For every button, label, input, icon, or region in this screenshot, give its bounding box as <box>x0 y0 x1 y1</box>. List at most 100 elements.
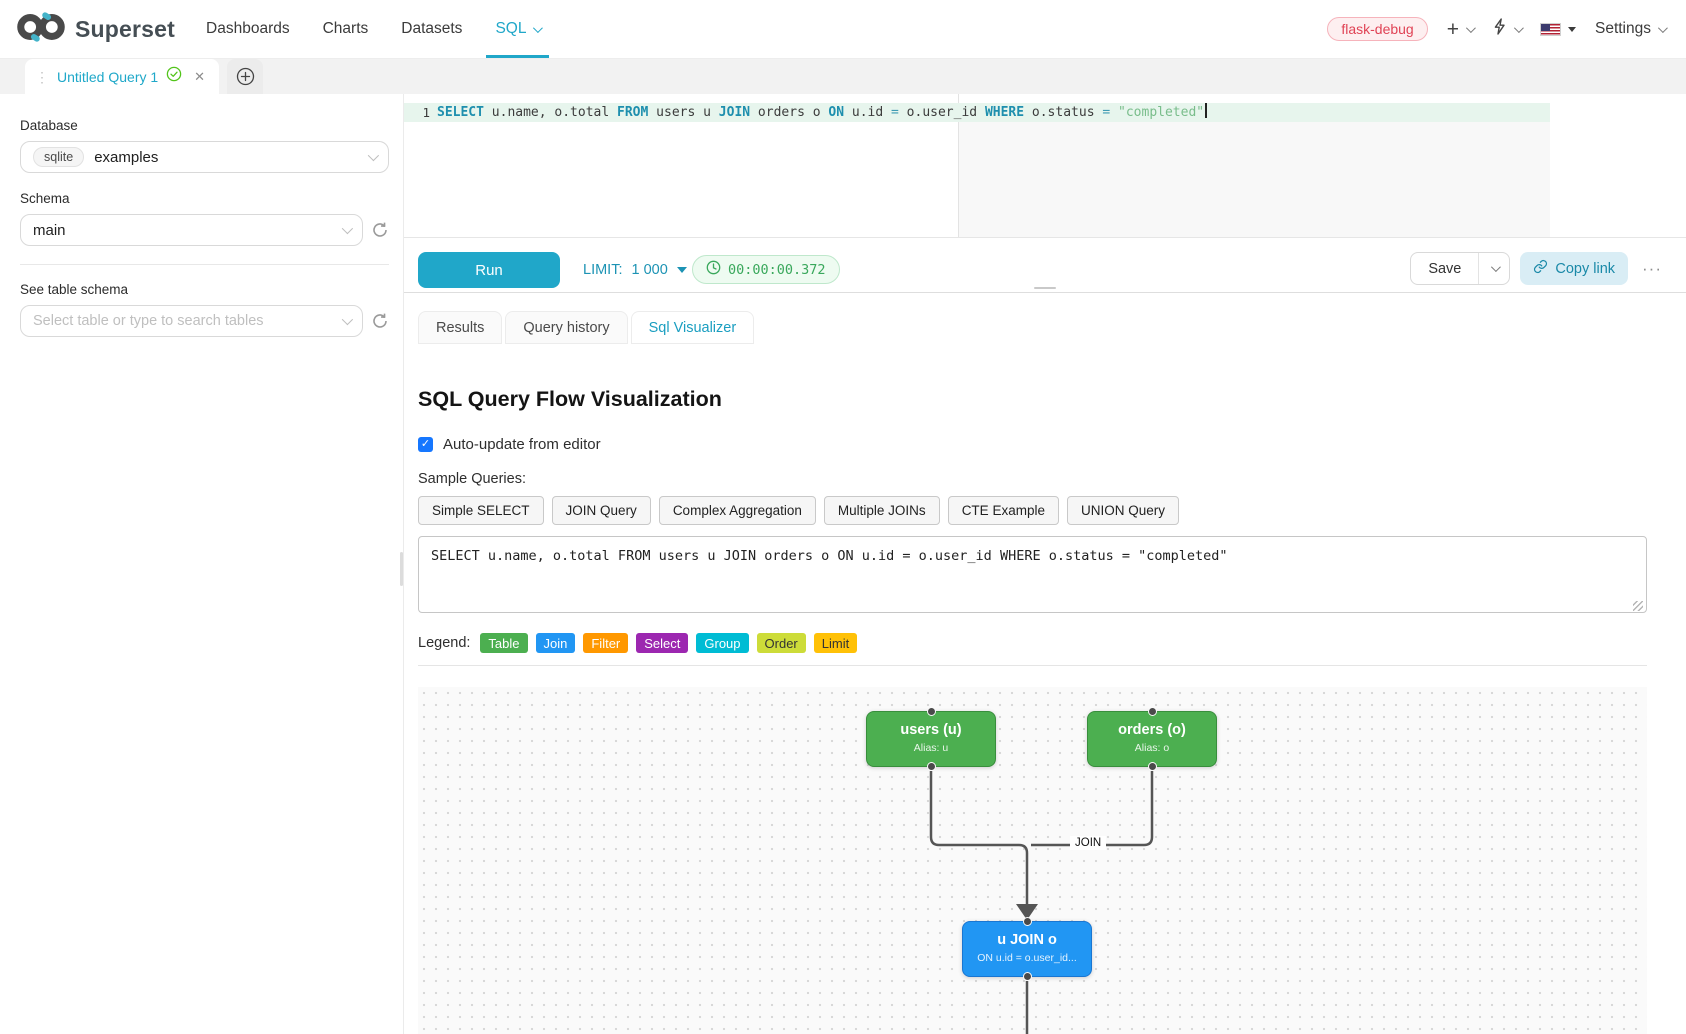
save-options-button[interactable] <box>1478 253 1509 284</box>
legend-label: Legend: <box>418 635 471 651</box>
node-handle-bottom[interactable] <box>1022 972 1032 981</box>
node-handle-top[interactable] <box>926 707 936 716</box>
sql-token: u.name, o.total <box>483 105 618 120</box>
sqllab-main: 1 SELECT u.name, o.total FROM users u JO… <box>404 94 1686 1034</box>
content-divider <box>418 665 1647 666</box>
legend-badge-filter: Filter <box>583 633 629 653</box>
save-button[interactable]: Save <box>1428 260 1462 277</box>
tab-results[interactable]: Results <box>418 311 503 344</box>
nav-item-charts[interactable]: Charts <box>322 20 369 37</box>
more-actions-button[interactable]: ··· <box>1642 258 1662 278</box>
auto-update-option[interactable]: ✓ Auto-update from editor <box>418 436 1686 453</box>
query-search-menu[interactable] <box>1492 18 1524 40</box>
limit-dropdown[interactable]: LIMIT: 1 000 <box>583 252 687 288</box>
sql-token <box>1110 105 1118 120</box>
settings-label: Settings <box>1594 20 1651 37</box>
join-edge-label: JOIN <box>1070 836 1107 850</box>
sample-query-simple-select[interactable]: Simple SELECT <box>418 496 544 525</box>
nav-item-datasets[interactable]: Datasets <box>401 20 463 37</box>
us-flag-icon <box>1539 22 1561 36</box>
sql-editor[interactable]: 1 SELECT u.name, o.total FROM users u JO… <box>404 94 1686 238</box>
settings-menu[interactable]: Settings <box>1594 20 1668 38</box>
tab-sql-visualizer[interactable]: Sql Visualizer <box>630 311 755 344</box>
chevron-down-icon <box>1657 22 1668 33</box>
table-select[interactable]: Select table or type to search tables <box>20 305 363 337</box>
gutter-line-number: 1 <box>422 105 430 120</box>
sidebar-divider <box>20 264 389 265</box>
sql-token: o.status <box>1024 105 1103 120</box>
chevron-down-icon <box>341 222 354 235</box>
top-nav: Superset Dashboards Charts Datasets SQL fla… <box>0 0 1686 59</box>
legend-badge-join: Join <box>535 633 576 653</box>
auto-update-label: Auto-update from editor <box>443 436 601 453</box>
add-tab-button[interactable] <box>227 59 264 94</box>
sql-token: JOIN <box>718 105 751 120</box>
node-handle-bottom[interactable] <box>926 762 936 771</box>
database-label: Database <box>20 118 78 133</box>
chevron-down-icon <box>1513 22 1524 33</box>
node-handle-top[interactable] <box>1147 707 1157 716</box>
plus-icon: + <box>1446 17 1459 41</box>
legend-badge-limit: Limit <box>813 633 858 653</box>
sample-query-union-query[interactable]: UNION Query <box>1066 496 1179 525</box>
sample-query-multiple-joins[interactable]: Multiple JOINs <box>823 496 940 525</box>
print-margin-shade <box>958 122 1550 237</box>
link-icon <box>1533 259 1548 278</box>
save-split-button: Save <box>1410 252 1511 285</box>
legend-badge-select: Select <box>636 633 689 653</box>
active-line-highlight <box>404 103 1550 122</box>
node-title: users (u) <box>900 722 962 738</box>
sample-query-complex-aggregation[interactable]: Complex Aggregation <box>658 496 816 525</box>
new-item-menu[interactable]: + <box>1446 17 1476 41</box>
drag-handle-icon[interactable]: ⋮ <box>35 68 49 85</box>
schema-select-value: main <box>33 221 66 239</box>
database-select[interactable]: sqlite examples <box>20 141 389 173</box>
sql-token: ON <box>828 105 845 120</box>
database-type-badge: sqlite <box>33 147 85 167</box>
timer-value: 00:00:00.372 <box>728 261 826 278</box>
editor-toolbar: Run LIMIT: 1 000 00:00:00.372 Save <box>404 238 1686 293</box>
sample-query-join-query[interactable]: JOIN Query <box>551 496 651 525</box>
nav-item-sql[interactable]: SQL <box>486 0 550 58</box>
nav-right: flask-debug + Settings <box>1327 17 1668 41</box>
flow-query-input[interactable]: SELECT u.name, o.total FROM users u JOIN… <box>418 536 1647 613</box>
copy-link-button[interactable]: Copy link <box>1520 252 1629 285</box>
schema-select[interactable]: main <box>20 214 363 246</box>
node-subtitle: Alias: u <box>913 742 949 754</box>
chevron-down-icon <box>1465 22 1476 33</box>
node-handle-top[interactable] <box>1022 917 1032 926</box>
saved-check-icon <box>166 66 182 87</box>
legend-badge-order: Order <box>756 633 806 653</box>
caret-down-icon <box>1567 26 1576 32</box>
superset-brand[interactable]: Superset <box>16 11 175 48</box>
query-tab-untitled-query-1[interactable]: ⋮ Untitled Query 1 ✕ <box>25 59 220 94</box>
sidebar-resize-handle[interactable] <box>400 552 403 586</box>
nav-item-dashboards[interactable]: Dashboards <box>206 20 290 37</box>
node-handle-bottom[interactable] <box>1147 762 1157 771</box>
refresh-schemas-icon[interactable] <box>371 221 389 239</box>
flow-node-orders[interactable]: orders (o)Alias: o <box>1087 707 1217 771</box>
auto-update-checkbox[interactable]: ✓ <box>418 437 433 452</box>
sample-query-cte-example[interactable]: CTE Example <box>947 496 1059 525</box>
refresh-tables-icon[interactable] <box>371 312 389 330</box>
sql-token: u.id <box>844 105 892 120</box>
tab-query-history[interactable]: Query history <box>505 311 628 344</box>
sample-queries-label: Sample Queries: <box>418 471 526 487</box>
language-picker[interactable] <box>1539 22 1576 36</box>
limit-label: LIMIT: <box>583 262 623 278</box>
node-subtitle: Alias: o <box>1134 742 1170 754</box>
close-icon[interactable]: ✕ <box>194 68 206 84</box>
sql-token: WHERE <box>984 105 1025 120</box>
textarea-resize-handle[interactable] <box>1633 601 1643 611</box>
caret-down-icon <box>676 267 687 273</box>
chevron-down-icon <box>341 313 354 326</box>
flow-node-users[interactable]: users (u) Alias: u <box>866 707 996 771</box>
flow-canvas[interactable]: JOIN users (u) Alias: u orders (o)Alias: o… <box>418 687 1647 1034</box>
clock-icon <box>706 260 721 280</box>
run-button[interactable]: Run <box>418 252 560 288</box>
